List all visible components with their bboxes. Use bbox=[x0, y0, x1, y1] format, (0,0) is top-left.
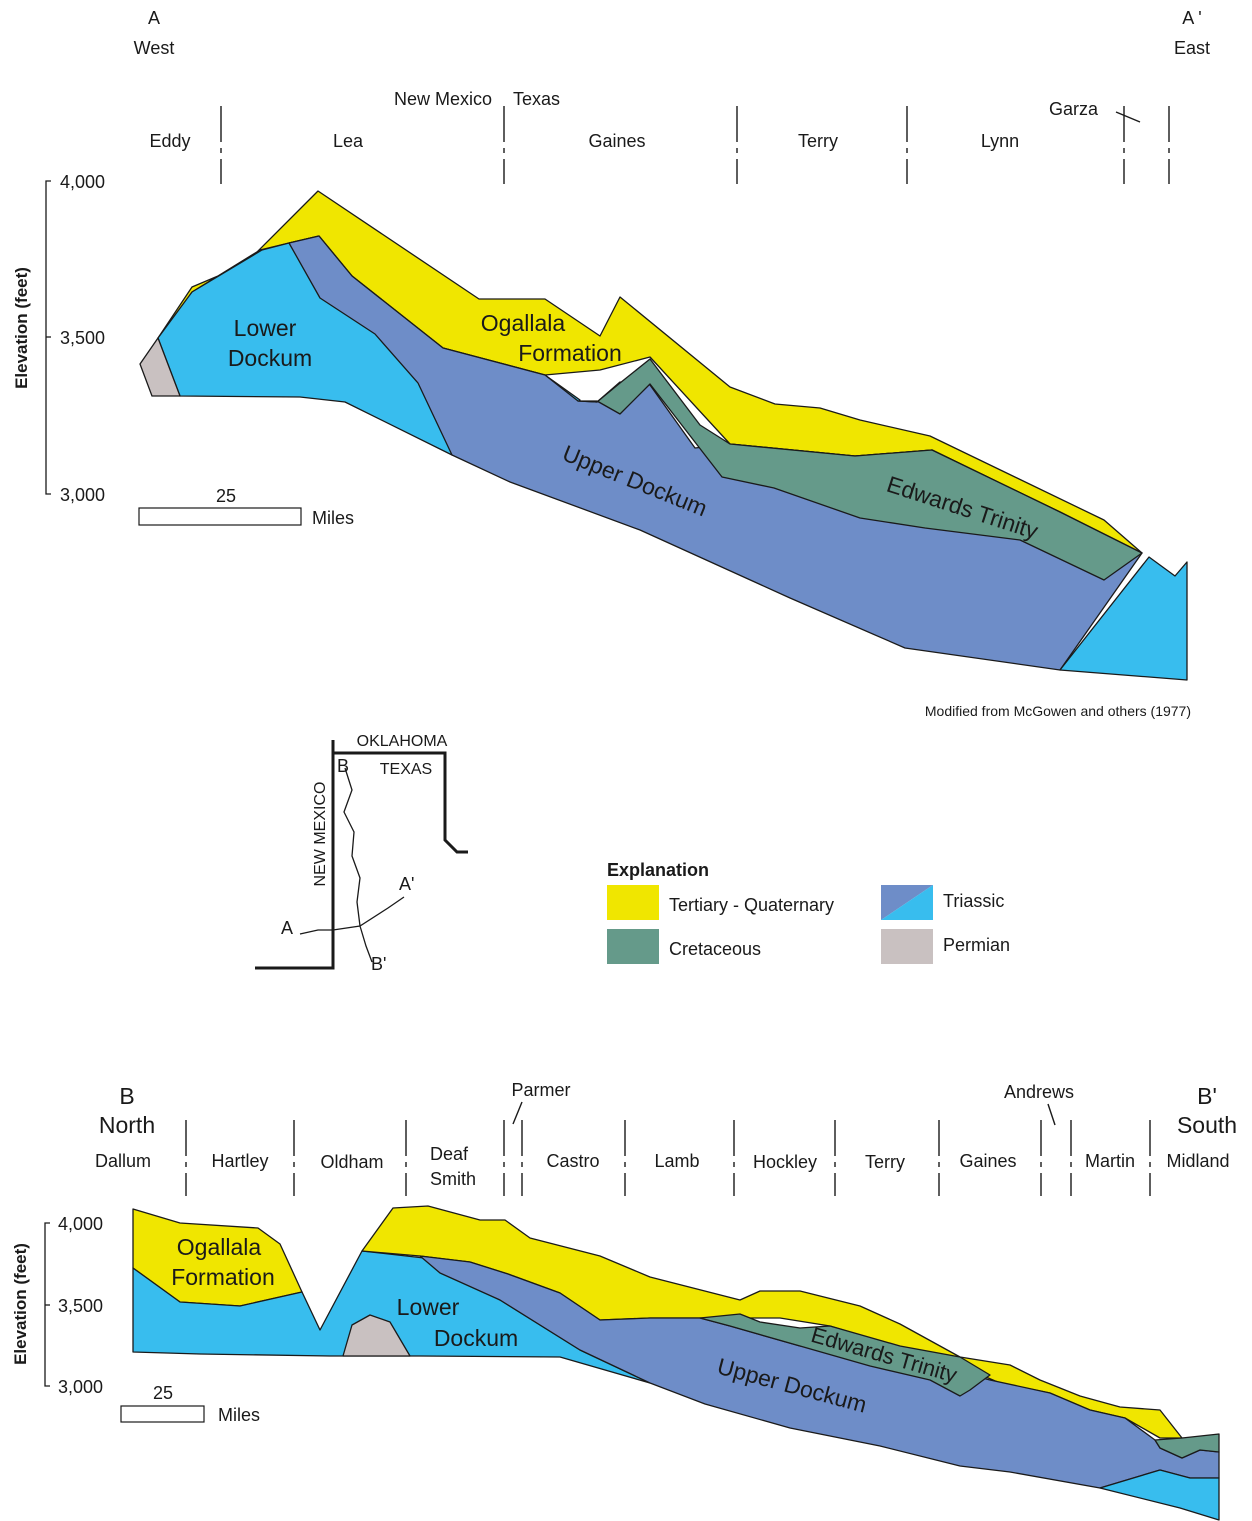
location-map: OKLAHOMA TEXAS NEW MEXICO A A' B B' bbox=[255, 733, 468, 974]
section-a-east-letter: A ' bbox=[1182, 8, 1201, 28]
legend-swatch-cretaceous bbox=[607, 929, 659, 964]
permian-unit bbox=[342, 1314, 411, 1357]
unit-label-ogallala: Formation bbox=[171, 1264, 275, 1290]
cretaceous-unit bbox=[1154, 1433, 1220, 1459]
unit-label-ogallala: Formation bbox=[518, 340, 622, 366]
legend: Explanation Tertiary - Quaternary Cretac… bbox=[607, 860, 1010, 964]
county-label: Eddy bbox=[149, 131, 190, 151]
legend-swatch-tertiary-quaternary bbox=[607, 885, 659, 920]
legend-swatch-triassic-lower bbox=[881, 885, 933, 920]
county-label: Lea bbox=[333, 131, 364, 151]
section-a-west-label: West bbox=[134, 38, 175, 58]
source-credit: Modified from McGowen and others (1977) bbox=[925, 703, 1191, 719]
section-b: B North B' South Dallum Hartley Oldham D… bbox=[11, 1080, 1237, 1521]
county-label: Lynn bbox=[981, 131, 1019, 151]
map-label-new-mexico: NEW MEXICO bbox=[312, 782, 329, 887]
county-label: Martin bbox=[1085, 1151, 1135, 1171]
county-label: Smith bbox=[430, 1169, 476, 1189]
county-label: Oldham bbox=[320, 1152, 383, 1172]
map-label-oklahoma: OKLAHOMA bbox=[357, 733, 448, 750]
y-tick-label: 3,000 bbox=[58, 1377, 103, 1397]
section-b-y-axis: 4,000 3,500 3,000 Elevation (feet) bbox=[11, 1214, 103, 1397]
county-label: Terry bbox=[798, 131, 838, 151]
oklahoma-border bbox=[333, 751, 468, 854]
county-label: Dallum bbox=[95, 1151, 151, 1171]
county-label: Midland bbox=[1166, 1151, 1229, 1171]
y-tick-label: 4,000 bbox=[58, 1214, 103, 1234]
andrews-leader-line bbox=[1047, 1103, 1056, 1126]
y-tick-label: 3,000 bbox=[60, 485, 105, 505]
unit-label-lower-dockum: Dockum bbox=[228, 345, 312, 371]
section-a-east-label: East bbox=[1174, 38, 1210, 58]
new-mexico-border bbox=[255, 740, 335, 970]
section-b-south-label: South bbox=[1177, 1112, 1237, 1138]
cretaceous-unit bbox=[699, 1313, 991, 1397]
county-label: Gaines bbox=[959, 1151, 1016, 1171]
section-a-y-axis: 4,000 3,500 3,000 Elevation (feet) bbox=[12, 172, 105, 505]
scale-value: 25 bbox=[153, 1383, 173, 1403]
legend-label: Triassic bbox=[943, 891, 1004, 911]
unit-label-lower-dockum: Lower bbox=[234, 315, 297, 341]
cretaceous-unit bbox=[577, 358, 1143, 581]
unit-label-lower-dockum: Dockum bbox=[434, 1325, 518, 1351]
permian-unit bbox=[139, 337, 181, 397]
upper-dockum-unit bbox=[419, 1255, 1220, 1489]
section-b-north-label: North bbox=[99, 1112, 155, 1138]
y-tick-label: 3,500 bbox=[58, 1296, 103, 1316]
county-label: Garza bbox=[1049, 99, 1099, 119]
unit-label-ogallala: Ogallala bbox=[481, 310, 566, 336]
section-b-scale-bar: 25 Miles bbox=[120, 1383, 260, 1425]
y-tick-label: 4,000 bbox=[60, 172, 105, 192]
unit-label-ogallala: Ogallala bbox=[177, 1234, 262, 1260]
map-point-a-prime: A' bbox=[399, 874, 414, 894]
section-a-west-letter: A bbox=[148, 8, 160, 28]
legend-swatch-permian bbox=[881, 929, 933, 964]
state-label-new-mexico: New Mexico bbox=[394, 89, 492, 109]
state-label-texas: Texas bbox=[513, 89, 560, 109]
scale-value: 25 bbox=[216, 486, 236, 506]
scale-unit: Miles bbox=[218, 1405, 260, 1425]
legend-label: Permian bbox=[943, 935, 1010, 955]
county-label: Parmer bbox=[511, 1080, 570, 1100]
lower-dockum-unit bbox=[1099, 1469, 1220, 1521]
map-point-a: A bbox=[281, 918, 293, 938]
section-b-south-letter: B' bbox=[1197, 1083, 1217, 1109]
county-label: Andrews bbox=[1004, 1082, 1074, 1102]
legend-label: Tertiary - Quaternary bbox=[669, 895, 834, 915]
unit-label-lower-dockum: Lower bbox=[397, 1294, 460, 1320]
lower-dockum-unit bbox=[1059, 556, 1188, 681]
county-label: Deaf bbox=[430, 1144, 469, 1164]
county-label: Hockley bbox=[753, 1152, 817, 1172]
legend-label: Cretaceous bbox=[669, 939, 761, 959]
county-label: Gaines bbox=[588, 131, 645, 151]
section-lines bbox=[299, 767, 405, 963]
section-b-north-letter: B bbox=[119, 1083, 134, 1109]
map-point-b-prime: B' bbox=[371, 954, 386, 974]
parmer-leader-line bbox=[512, 1101, 523, 1125]
y-tick-label: 3,500 bbox=[60, 328, 105, 348]
section-a-scale-bar: 25 Miles bbox=[138, 486, 354, 528]
county-label: Terry bbox=[865, 1152, 905, 1172]
map-point-b: B bbox=[337, 756, 349, 776]
y-axis-label: Elevation (feet) bbox=[12, 267, 31, 389]
county-label: Hartley bbox=[211, 1151, 268, 1171]
scale-unit: Miles bbox=[312, 508, 354, 528]
garza-leader-line bbox=[1115, 111, 1141, 123]
county-label: Lamb bbox=[654, 1151, 699, 1171]
y-axis-label: Elevation (feet) bbox=[11, 1243, 30, 1365]
county-label: Castro bbox=[546, 1151, 599, 1171]
legend-title: Explanation bbox=[607, 860, 709, 880]
map-label-texas: TEXAS bbox=[380, 761, 432, 778]
section-a: A West A ' East New Mexico Texas Eddy Le… bbox=[12, 8, 1210, 719]
